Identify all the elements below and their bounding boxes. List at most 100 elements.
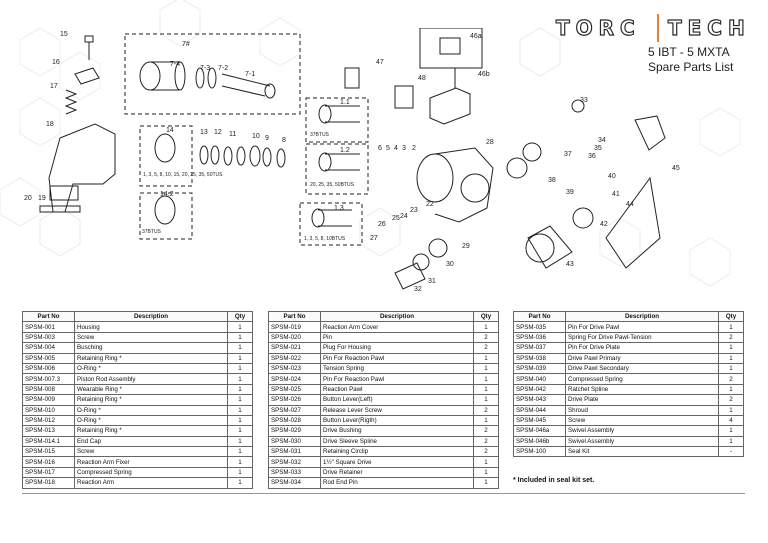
description-cell: Pin For Drive Plate [565, 342, 719, 354]
brand-name-left: TORC [555, 15, 641, 40]
col-qty: Qty [227, 310, 253, 323]
callout-28: 28 [486, 139, 494, 146]
qty-cell: 1 [718, 342, 744, 354]
part-no-cell: SPSM-040 [513, 373, 566, 385]
footer-rule [22, 493, 745, 494]
qty-cell: 2 [473, 331, 499, 344]
col-part-no: Part No [268, 310, 321, 323]
description-cell: Plug For Housing [320, 342, 474, 354]
callout-1-1: 1.1 [340, 99, 350, 106]
description-cell: Retaining Ring * [74, 425, 228, 437]
brand-name-right: TECH [667, 15, 751, 40]
brand-divider [657, 14, 659, 42]
qty-cell: 1 [718, 435, 744, 448]
callout-7-hash: 7# [182, 41, 190, 48]
description-cell: Rod End Pin [320, 477, 474, 489]
part-no-cell: SPSM-042 [513, 383, 566, 396]
description-cell: Release Lever Screw [320, 404, 474, 416]
qty-cell: 1 [227, 362, 253, 375]
qty-cell: 1 [227, 435, 253, 448]
description-cell: Button Lever(Rigth) [320, 414, 474, 427]
qty-cell: 1 [227, 446, 253, 458]
label-14-2-size: 37BTUS [142, 229, 162, 235]
description-cell: Swivel Assembly [565, 435, 719, 448]
callout-47: 47 [376, 59, 384, 66]
description-cell: Pin For Drive Pawl [565, 321, 719, 333]
qty-cell: 1 [227, 477, 253, 489]
qty-cell: 2 [473, 446, 499, 458]
callout-24: 24 [400, 213, 408, 220]
callout-6: 6 [378, 145, 382, 152]
part-no-cell: SPSM-015 [22, 446, 75, 458]
part-no-cell: SPSM-004 [22, 342, 75, 354]
qty-cell: 1 [227, 425, 253, 437]
qty-cell: 2 [718, 331, 744, 344]
callout-15: 15 [60, 31, 68, 38]
callout-12: 12 [214, 129, 222, 136]
col-part-no: Part No [22, 310, 75, 323]
model-title: 5 IBT - 5 MXTA [648, 45, 730, 59]
description-cell: Drive Bushing [320, 425, 474, 437]
col-qty: Qty [718, 310, 744, 323]
qty-cell: 2 [473, 404, 499, 416]
callout-33: 33 [580, 97, 588, 104]
callout-5: 5 [386, 145, 390, 152]
description-cell: Housing [74, 321, 228, 333]
qty-cell: 2 [473, 342, 499, 354]
description-cell: Screw [74, 446, 228, 458]
callout-27: 27 [370, 235, 378, 242]
col-description: Description [74, 310, 228, 323]
callout-16: 16 [52, 59, 60, 66]
callout-29: 29 [462, 243, 470, 250]
part-no-cell: SPSM-027 [268, 404, 321, 416]
part-no-cell: SPSM-023 [268, 362, 321, 375]
callout-46b: 46b [478, 71, 490, 78]
document-subtitle: Spare Parts List [648, 60, 734, 74]
callout-14-2: 14.2 [160, 191, 174, 198]
description-cell: Pin [320, 331, 474, 344]
callout-17: 17 [50, 83, 58, 90]
qty-cell: 1 [227, 394, 253, 406]
part-no-cell: SPSM-014.1 [22, 435, 75, 448]
part-no-cell: SPSM-038 [513, 352, 566, 364]
part-no-cell: SPSM-030 [268, 435, 321, 448]
label-1-1-size: 37BTUS [310, 132, 330, 138]
description-cell: Reaction Pawl [320, 383, 474, 396]
description-cell: Reaction Arm [74, 477, 228, 489]
qty-cell: 1 [473, 394, 499, 406]
callout-4: 4 [394, 145, 398, 152]
callout-38: 38 [548, 177, 556, 184]
part-no-cell: SPSM-035 [513, 321, 566, 333]
callout-13: 13 [200, 129, 208, 136]
qty-cell: 1 [227, 404, 253, 416]
part-no-cell: SPSM-037 [513, 342, 566, 354]
part-no-cell: SPSM-029 [268, 425, 321, 437]
callout-25: 25 [392, 215, 400, 222]
callout-23: 23 [410, 207, 418, 214]
callout-22: 22 [426, 201, 434, 208]
description-cell: Ratchet Spline [565, 383, 719, 396]
callout-19: 19 [38, 195, 46, 202]
part-no-cell: SPSM-100 [513, 446, 566, 458]
part-no-cell: SPSM-034 [268, 477, 321, 489]
callout-41: 41 [612, 191, 620, 198]
qty-cell: 1 [227, 373, 253, 385]
